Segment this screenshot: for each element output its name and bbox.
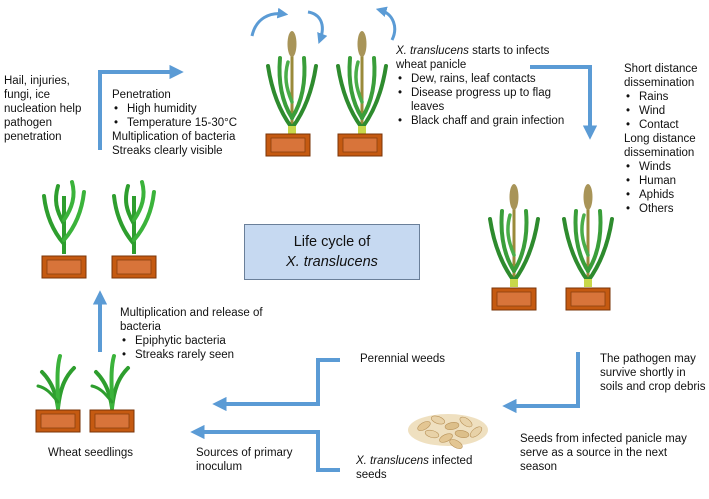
infected-plant-2 bbox=[562, 182, 614, 289]
infected-seeds-rest: infected seeds bbox=[356, 455, 473, 481]
infects-species: X. translucens bbox=[396, 45, 469, 57]
long-dissemination-item: Aphids bbox=[626, 188, 708, 202]
pot-top-1 bbox=[265, 133, 311, 157]
center-title-box: Life cycle of X. translucens bbox=[244, 224, 420, 280]
long-dissemination-item: Winds bbox=[626, 160, 708, 174]
penetration-streaks: Streaks clearly visible bbox=[112, 145, 223, 157]
pot-right-2 bbox=[565, 287, 611, 311]
short-dissemination-item: Rains bbox=[626, 90, 708, 104]
short-dissemination-title: Short distance dissemination bbox=[624, 63, 698, 89]
multiplication-bullet: Streaks rarely seen bbox=[122, 348, 276, 362]
arrow-infected-seeds bbox=[190, 424, 340, 472]
infects-rest: starts to infects wheat panicle bbox=[396, 45, 550, 71]
center-title-line1: Life cycle of bbox=[293, 234, 371, 250]
penetration-multiplication: Multiplication of bacteria bbox=[112, 131, 236, 143]
infects-title: X. translucens starts to infects wheat p… bbox=[396, 44, 568, 72]
arrow-survival bbox=[502, 352, 580, 414]
pot-seedling-2 bbox=[89, 409, 135, 433]
infected-seeds-label: X. translucens infected seeds bbox=[356, 454, 506, 482]
infects-bullet: Disease progress up to flag leaves bbox=[398, 86, 568, 114]
penetration-title: Penetration bbox=[112, 89, 171, 101]
flowering-plant-2 bbox=[336, 29, 388, 136]
seeds-season-note: Seeds from infected panicle may serve as… bbox=[520, 433, 687, 473]
rotation-arrow-left bbox=[250, 7, 289, 37]
multiplication-title: Multiplication and release of bacteria bbox=[120, 307, 263, 333]
perennial-weeds-label: Perennial weeds bbox=[360, 353, 446, 365]
primary-inoculum-label: Sources of primary inoculum bbox=[196, 447, 293, 473]
dissemination-block: Short distance dissemination Rains Wind … bbox=[624, 62, 708, 216]
pot-right-1 bbox=[491, 287, 537, 311]
infects-bullet: Dew, rains, leaf contacts bbox=[398, 72, 568, 86]
arrow-perennial-weeds bbox=[212, 358, 340, 412]
young-plant-2 bbox=[112, 180, 156, 256]
short-dissemination-item: Wind bbox=[626, 104, 708, 118]
rotation-arrow-mid bbox=[307, 10, 328, 45]
long-dissemination-item: Others bbox=[626, 202, 708, 216]
multiplication-bullet: Epiphytic bacteria bbox=[122, 334, 276, 348]
seedling-1 bbox=[36, 354, 76, 410]
pot-left-2 bbox=[111, 255, 157, 279]
flowering-plant-1 bbox=[266, 29, 318, 136]
infected-seeds-species: X. translucens bbox=[356, 455, 429, 467]
pot-top-2 bbox=[337, 133, 383, 157]
young-plant-1 bbox=[42, 180, 86, 256]
pot-left-1 bbox=[41, 255, 87, 279]
seedling-2 bbox=[90, 354, 130, 410]
wheat-seedlings-label: Wheat seedlings bbox=[48, 447, 134, 459]
infected-plant-1 bbox=[488, 182, 540, 289]
arrow-dissemination bbox=[530, 65, 598, 140]
rotation-arrow-right bbox=[375, 6, 397, 41]
hail-note: Hail, injuries, fungi, ice nucleation he… bbox=[4, 75, 82, 143]
penetration-bullet: High humidity bbox=[114, 102, 262, 116]
seeds-pile bbox=[408, 414, 488, 449]
long-dissemination-item: Human bbox=[626, 174, 708, 188]
penetration-bullet: Temperature 15-30°C bbox=[114, 116, 262, 130]
survival-note: The pathogen may survive shortly in soil… bbox=[600, 353, 706, 393]
center-title-line2: X. translucens bbox=[286, 254, 378, 270]
penetration-block: Penetration High humidity Temperature 15… bbox=[112, 88, 262, 158]
multiplication-block: Multiplication and release of bacteria E… bbox=[120, 306, 276, 362]
pot-seedling-1 bbox=[35, 409, 81, 433]
short-dissemination-item: Contact bbox=[626, 118, 708, 132]
infects-bullet: Black chaff and grain infection bbox=[398, 114, 568, 128]
long-dissemination-title: Long distance dissemination bbox=[624, 133, 696, 159]
arrow-penetration bbox=[98, 64, 184, 150]
infects-block: X. translucens starts to infects wheat p… bbox=[396, 44, 568, 128]
